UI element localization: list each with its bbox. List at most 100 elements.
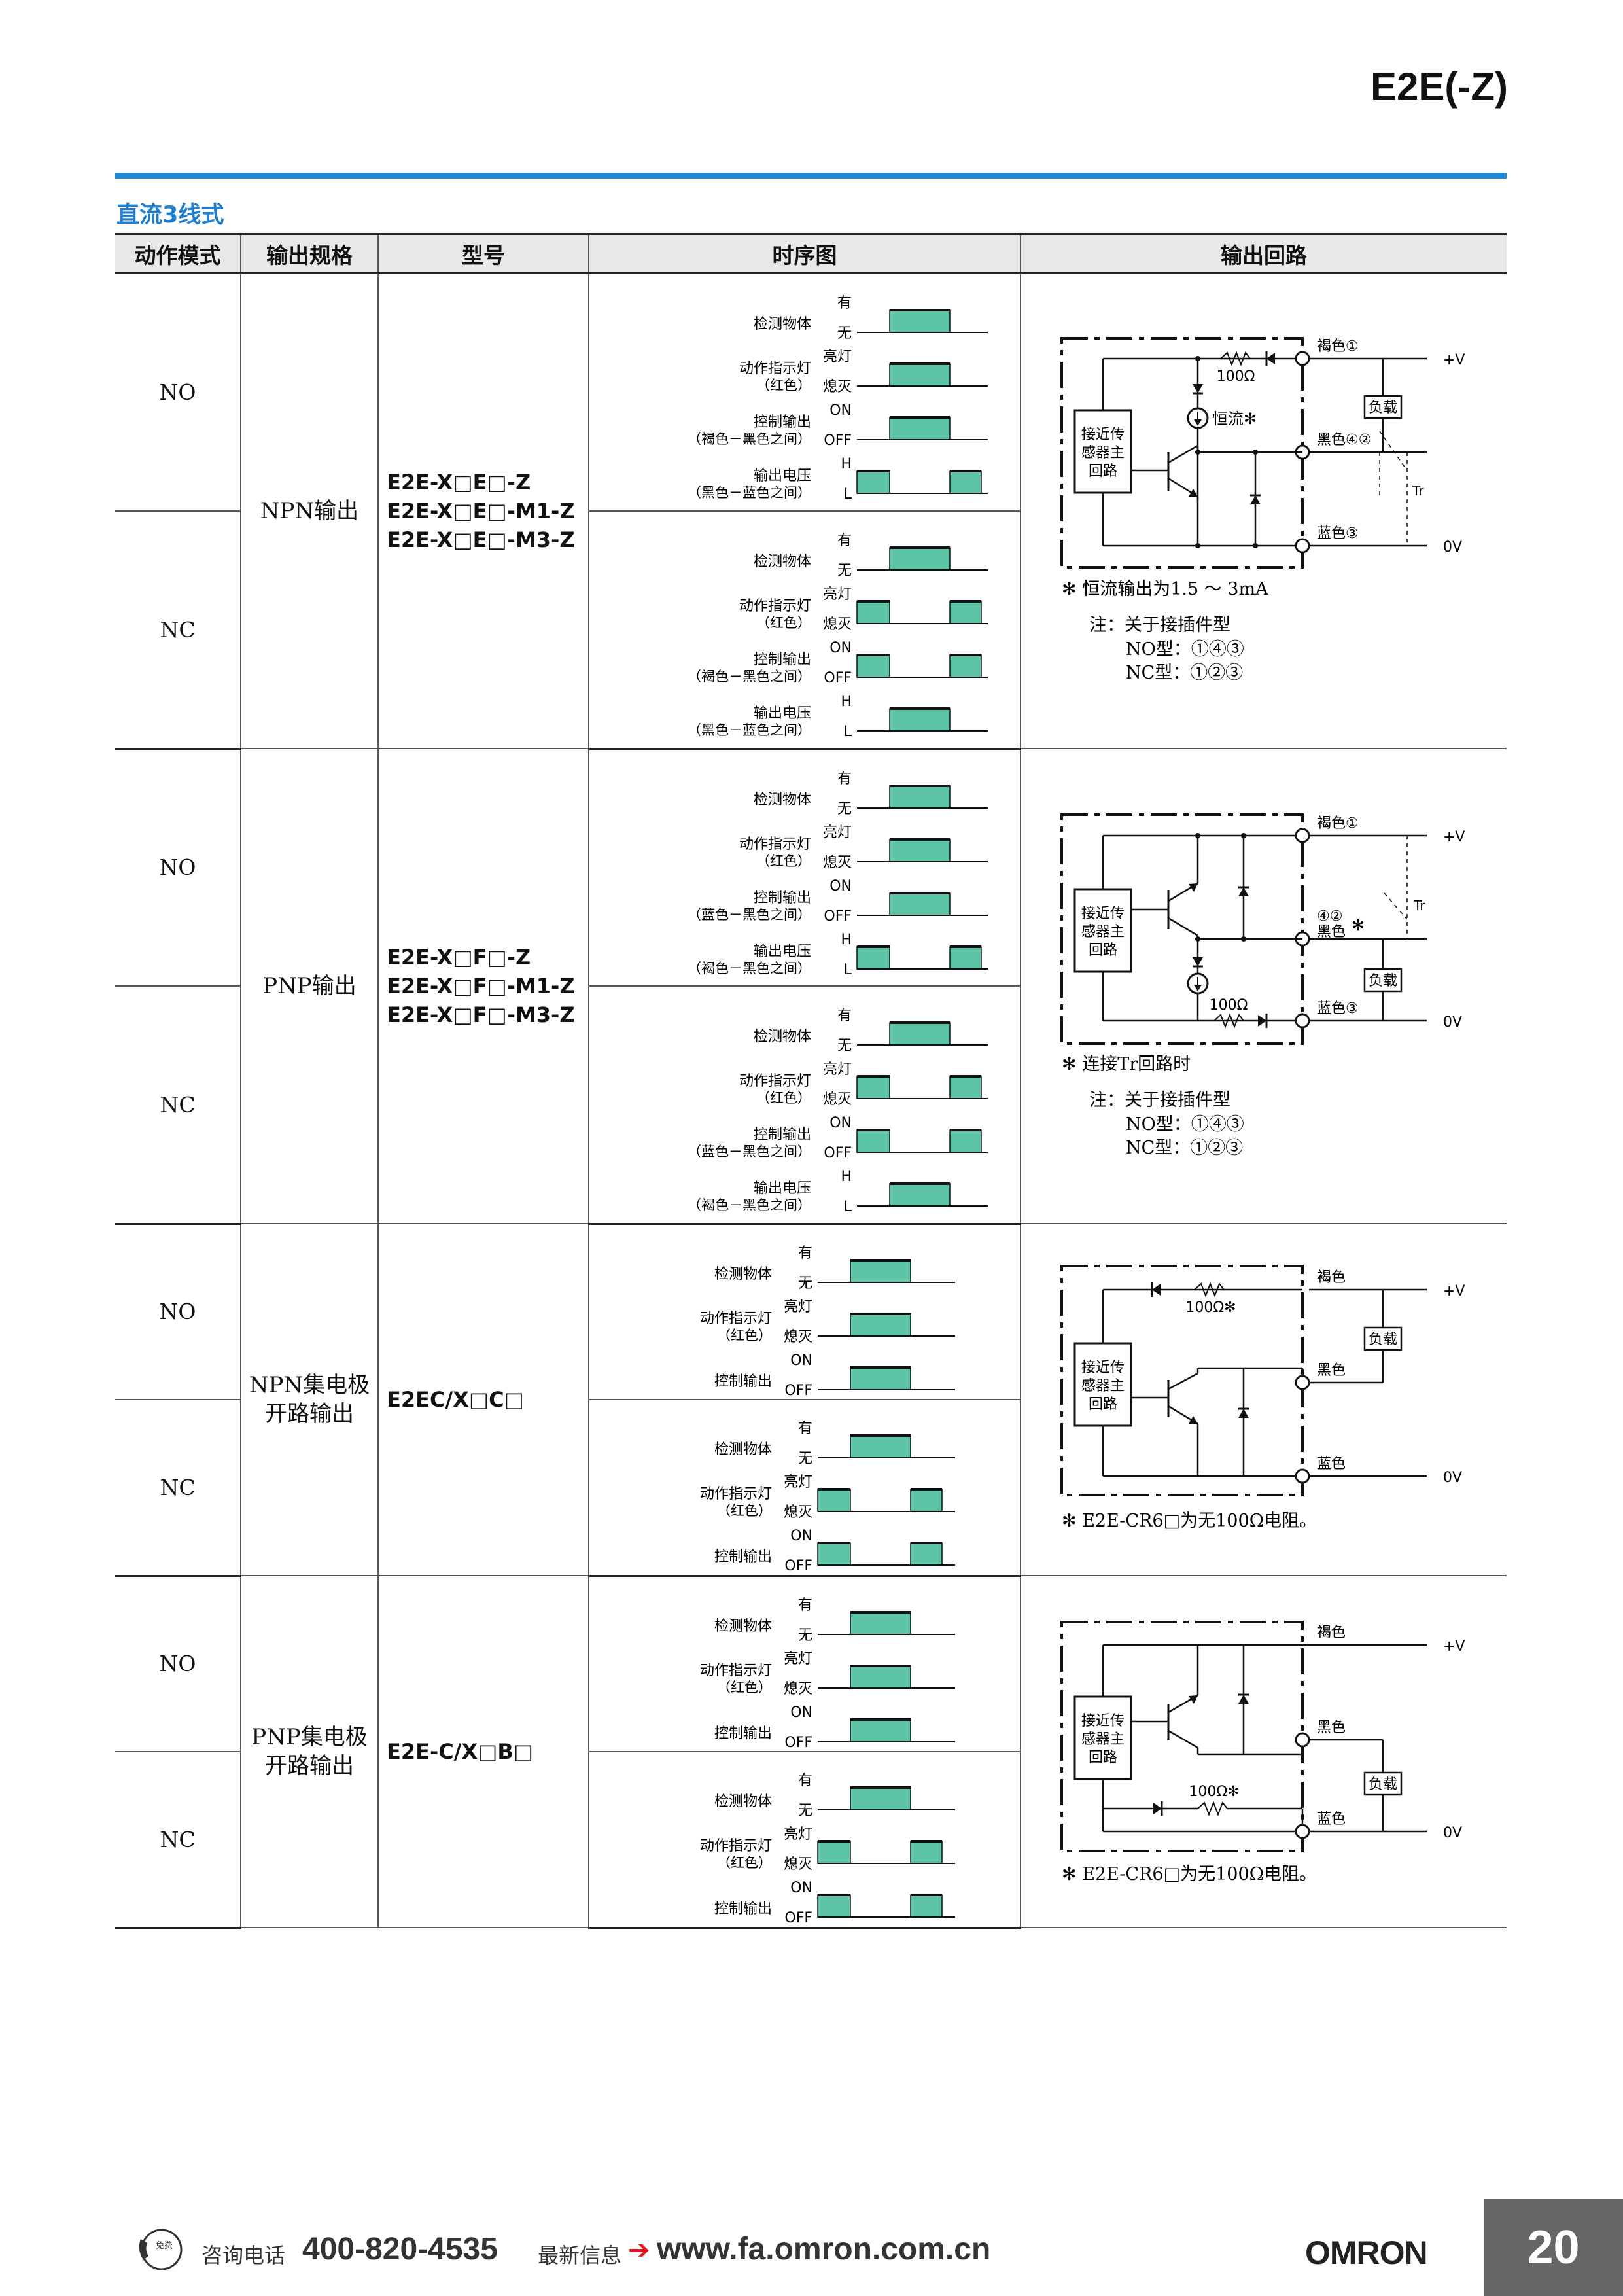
level-label-high: 亮灯 (823, 824, 852, 841)
timing-pulse (889, 708, 951, 732)
level-label-low: L (844, 486, 852, 503)
level-label-high: ON (829, 1115, 852, 1131)
svg-text:+V: +V (1443, 1638, 1465, 1655)
svg-text:黑色: 黑色 (1317, 1720, 1346, 1736)
level-label-low: 无 (837, 1038, 852, 1054)
timing-sublabel: （褐色－黑色之间） (688, 669, 811, 684)
timing-sublabel: （红色） (717, 1680, 772, 1695)
level-label-high: 有 (837, 295, 852, 311)
svg-text:感器主: 感器主 (1081, 445, 1125, 461)
svg-text:接近传: 接近传 (1081, 1713, 1125, 1729)
timing-pulse (949, 1076, 982, 1099)
svg-text:褐色: 褐色 (1317, 1269, 1346, 1286)
timing-pulse (949, 654, 982, 678)
circuit-cell: 接近传 感器主 回路 (1020, 1576, 1507, 1928)
level-label-high: ON (790, 1704, 812, 1721)
svg-text:100Ω✻: 100Ω✻ (1189, 1784, 1239, 1800)
timing-pulse (817, 1489, 851, 1512)
mode-cell: NC (115, 1400, 241, 1577)
timing-pulse (856, 470, 890, 495)
level-label-high: 有 (798, 1245, 812, 1262)
timing-chart: 检测物体有无动作指示灯（红色）亮灯熄灭控制输出（蓝色－黑色之间）ONOFF输出电… (688, 1008, 988, 1215)
section-title: 直流3线式 (116, 202, 224, 228)
timing-pulse (889, 839, 951, 862)
timing-label: 输出电压 (754, 1180, 811, 1197)
level-label-high: 亮灯 (784, 1474, 812, 1491)
col-header-model: 型号 (377, 233, 589, 274)
svg-text:Tr: Tr (1413, 898, 1425, 913)
svg-text:100Ω: 100Ω (1217, 368, 1255, 385)
level-label-low: OFF (824, 908, 852, 925)
svg-text:褐色①: 褐色① (1317, 815, 1359, 832)
svg-text:接近传: 接近传 (1081, 906, 1125, 922)
model-cell: E2E-X□F□-Z E2E-X□F□-M1-Z E2E-X□F□-M3-Z (377, 749, 589, 1224)
level-label-low: 熄灭 (823, 1091, 852, 1108)
timing-pulse (850, 1435, 911, 1458)
website-link[interactable]: www.fa.omron.com.cn (657, 2232, 991, 2267)
level-label-high: H (841, 1169, 852, 1185)
arrow-right-icon: ➔ (628, 2235, 650, 2265)
model-text: E2E-X□F□-Z (387, 945, 531, 970)
level-label-high: 亮灯 (823, 586, 852, 603)
output-cell: PNP集电极 开路输出 (240, 1576, 379, 1928)
svg-text:褐色①: 褐色① (1317, 338, 1359, 355)
timing-pulse (856, 654, 890, 678)
svg-text:+V: +V (1443, 829, 1465, 845)
model-text: E2E-X□E□-M3-Z (387, 527, 575, 552)
timing-pulse (850, 1787, 911, 1810)
table-row: NO NPN输出 E2E-X□E□-Z E2E-X□E□-M1-Z E2E-X□… (115, 273, 1507, 749)
circuit-cell: 接近传 感器主 回路 100Ω✻ (1020, 1224, 1507, 1576)
timing-sublabel: （红色） (756, 853, 811, 869)
mode-cell: NC (115, 1752, 241, 1929)
level-label-low: OFF (824, 670, 852, 686)
timing-label: 检测物体 (714, 1266, 772, 1282)
svg-text:黑色: 黑色 (1317, 924, 1346, 940)
timing-pulse (910, 1894, 943, 1918)
svg-text:100Ω: 100Ω (1210, 997, 1248, 1014)
level-label-low: 无 (837, 325, 852, 342)
col-header-mode: 动作模式 (115, 233, 241, 274)
svg-text:NC型：①②③: NC型：①②③ (1126, 1138, 1243, 1158)
timing-pulse (856, 946, 890, 970)
timing-pulse (910, 1542, 943, 1566)
timing-label: 检测物体 (754, 792, 811, 808)
level-label-high: 有 (837, 771, 852, 787)
level-label-low: L (844, 962, 852, 978)
svg-text:感器主: 感器主 (1081, 1731, 1125, 1748)
timing-pulse (856, 1076, 890, 1099)
circuit-note: ✻ 连接Tr回路时 (1062, 1054, 1191, 1074)
timing-pulse (889, 1022, 951, 1046)
timing-label: 控制输出 (714, 1725, 772, 1742)
omron-logo: OMRON (1305, 2234, 1428, 2271)
col-header-output: 输出规格 (240, 233, 379, 274)
col-header-timing: 时序图 (588, 233, 1021, 274)
timing-sublabel: （褐色－黑色之间） (688, 1197, 811, 1213)
svg-text:蓝色③: 蓝色③ (1317, 525, 1359, 542)
level-label-high: ON (790, 1352, 812, 1369)
timing-pulse (889, 1183, 951, 1207)
model-text: E2E-X□E□-Z (387, 470, 531, 495)
timing-pulse (949, 470, 982, 495)
svg-text:NO型：①④③: NO型：①④③ (1126, 1114, 1244, 1135)
phone-number: 400-820-4535 (302, 2232, 498, 2267)
pin-note-title: 注：关于接插件型 (1089, 615, 1230, 635)
timing-label: 检测物体 (754, 316, 811, 332)
timing-sublabel: （黑色－蓝色之间） (688, 485, 811, 501)
page-number: 20 (1484, 2199, 1623, 2296)
level-label-high: ON (829, 878, 852, 894)
timing-label: 动作指示灯 (739, 598, 811, 614)
timing-pulse (910, 1489, 943, 1512)
timing-label: 控制输出 (714, 1901, 772, 1917)
svg-text:0V: 0V (1443, 1014, 1462, 1031)
level-label-low: 无 (798, 1451, 812, 1467)
timing-label: 检测物体 (754, 1029, 811, 1045)
timing-label: 控制输出 (754, 652, 811, 668)
timing-chart: 检测物体有无动作指示灯（红色）亮灯熄灭控制输出（褐色－黑色之间）ONOFF输出电… (688, 295, 988, 503)
timing-label: 检测物体 (714, 1441, 772, 1458)
mode-cell: NO (115, 749, 241, 987)
timing-label: 检测物体 (714, 1793, 772, 1810)
level-label-low: 熄灭 (823, 379, 852, 395)
timing-label: 检测物体 (714, 1618, 772, 1634)
